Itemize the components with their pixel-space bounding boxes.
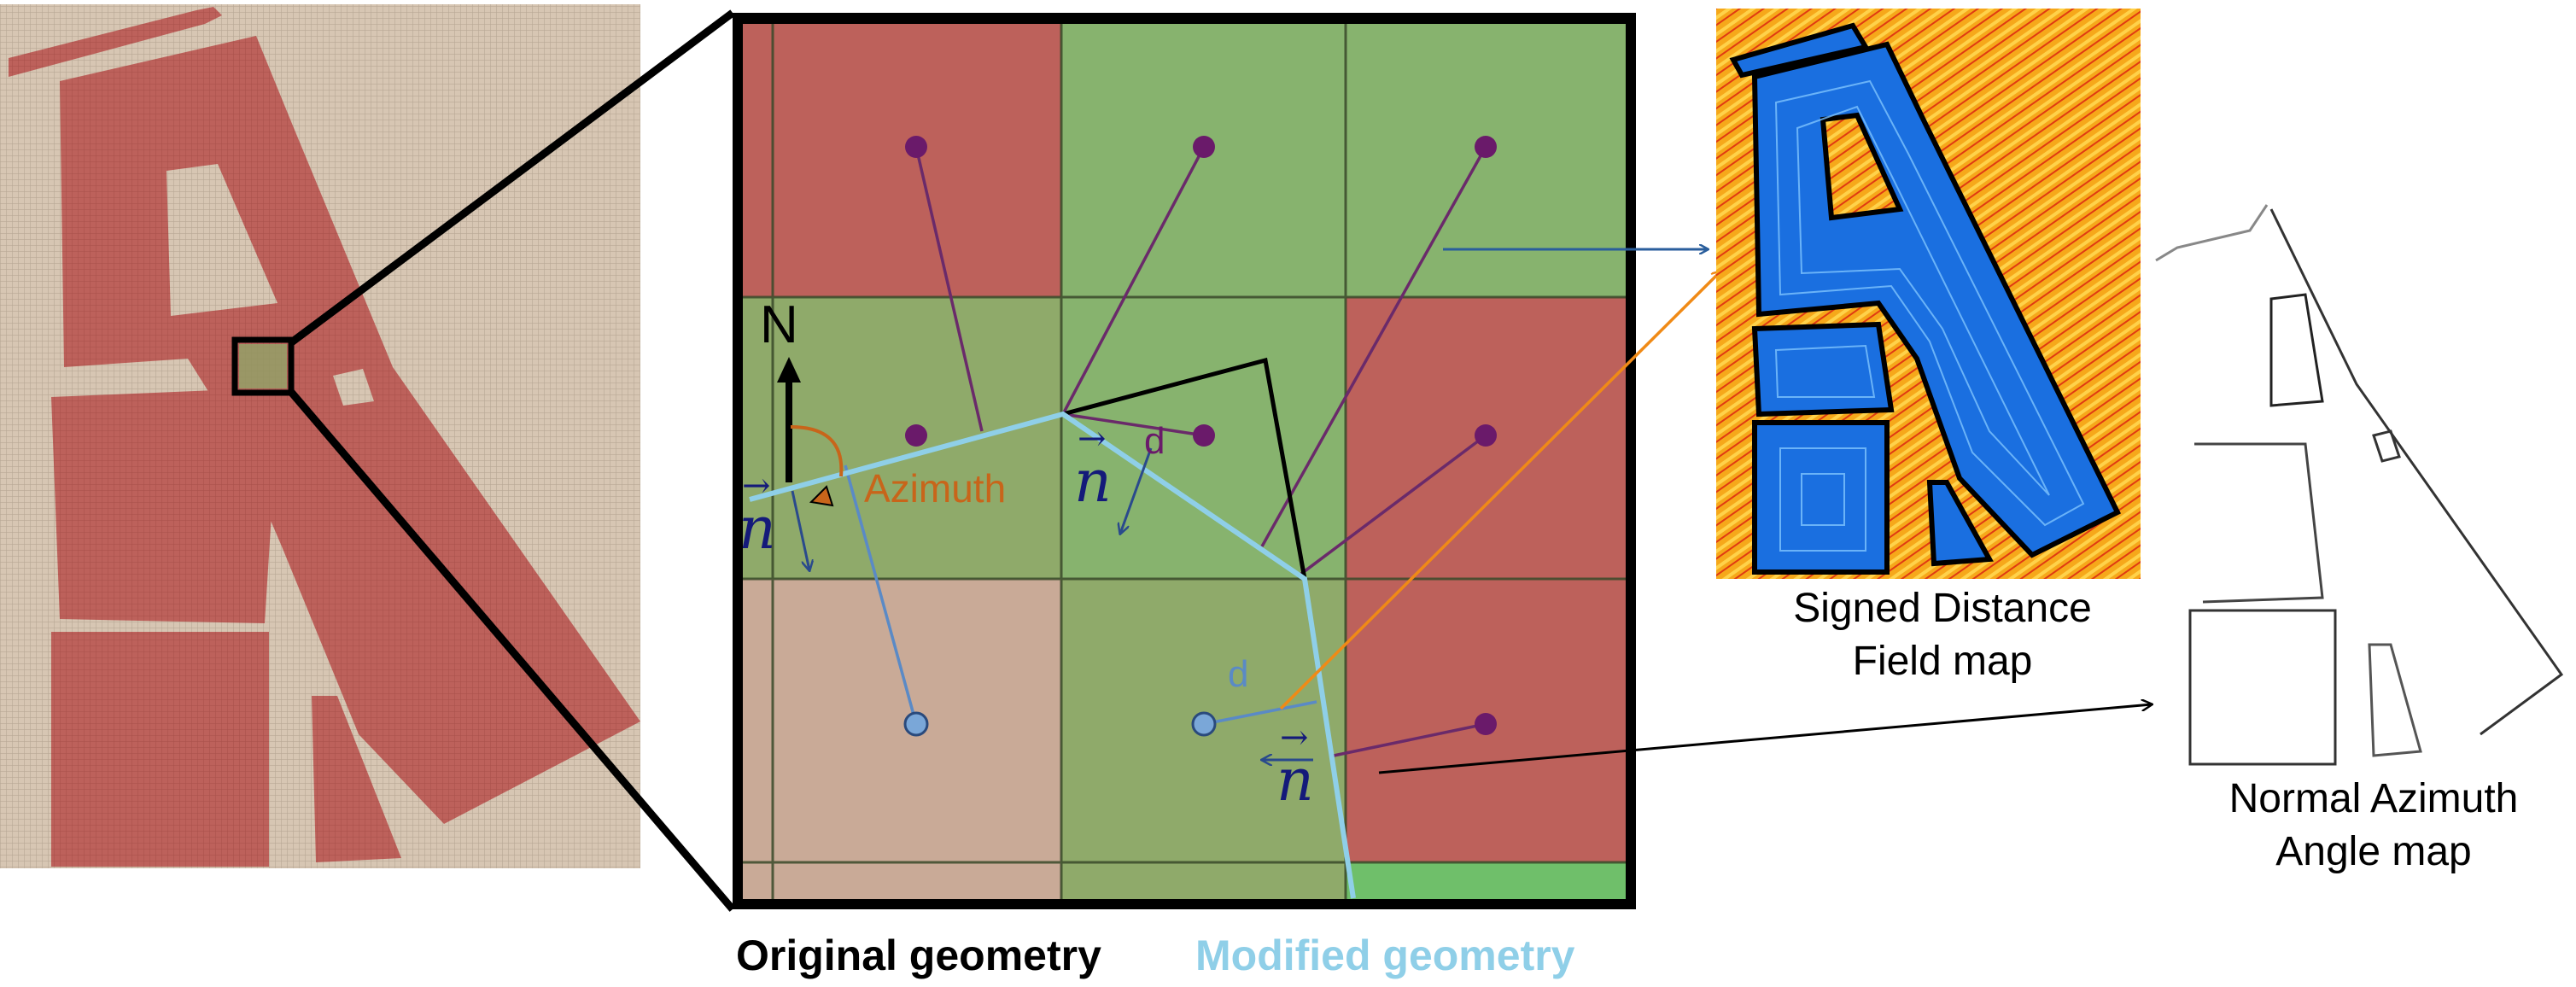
sdf-building-shapes xyxy=(1729,22,2122,575)
sdf-shape-main xyxy=(1751,41,2122,558)
building-bottom-small xyxy=(312,696,401,862)
zoom-box-fill xyxy=(239,344,287,388)
building-mid-left xyxy=(51,388,273,623)
building-bar-top xyxy=(9,7,222,77)
azimuth-caption-line2: Angle map xyxy=(2275,829,2472,874)
sdf-contours xyxy=(1774,79,2085,552)
az-edge-small xyxy=(2368,643,2422,757)
normal-symbol: n→ xyxy=(1276,718,1314,815)
arrow-to-azimuth-map xyxy=(1378,704,2152,774)
north-arrow-head xyxy=(777,357,801,383)
cell-r3-c1 xyxy=(743,579,1061,899)
sdf-caption-line1: Signed Distance xyxy=(1793,586,2092,631)
sdf-shape-bar xyxy=(1729,22,1870,79)
zoomed-cell-grid xyxy=(733,13,2152,909)
cell-r4-c3 xyxy=(1346,862,1626,899)
sdf-caption: Signed Distance Field map xyxy=(1716,582,2169,688)
cell-r3-c2 xyxy=(1061,579,1346,899)
normal-label-2: n→ xyxy=(1074,419,1112,516)
courtyard-small xyxy=(333,369,374,406)
distance-label-blue: d xyxy=(1228,653,1249,695)
vector-arrow-icon: → xyxy=(1280,718,1309,757)
zoom-connectors xyxy=(287,9,736,912)
normal-symbol: n→ xyxy=(1074,419,1112,516)
az-edge-top xyxy=(2155,204,2269,262)
cell-r2-c1 xyxy=(743,297,1061,579)
sdf-map xyxy=(1716,9,2141,579)
sdf-shape-mid xyxy=(1751,321,1895,418)
sdf-shape-bottom xyxy=(1752,420,1890,575)
building-grid-map xyxy=(0,4,640,868)
legend-original: Original geometry xyxy=(736,932,1101,979)
zoom-line-top xyxy=(288,9,735,347)
az-edge-court-small xyxy=(2372,429,2401,463)
azimuth-arrowhead xyxy=(809,485,834,507)
zoom-box xyxy=(231,336,295,396)
legend-modified: Modified geometry xyxy=(1195,932,1575,979)
azimuth-arc xyxy=(790,425,844,477)
vector-arrow-icon: → xyxy=(742,466,771,505)
north-label: N xyxy=(760,295,798,354)
az-edge-bottom xyxy=(2188,609,2337,766)
cell-centroids-blue xyxy=(903,711,1217,737)
modified-geometry-line xyxy=(749,411,1356,899)
normal-vectors xyxy=(791,447,1313,760)
cell-r1-c3 xyxy=(1346,24,1626,297)
vector-arrow-icon: → xyxy=(1078,419,1107,458)
azimuth-label: Azimuth xyxy=(864,466,1007,511)
cell-centroids-purple xyxy=(905,136,1497,735)
normal-symbol: n→ xyxy=(739,466,776,563)
distance-lines-blue xyxy=(844,464,1317,726)
building-bottom-left xyxy=(51,632,269,867)
zoom-line-bottom xyxy=(287,388,736,912)
azimuth-caption-line1: Normal Azimuth xyxy=(2228,776,2519,821)
az-edge-right xyxy=(2269,208,2564,736)
cell-r1-c1 xyxy=(743,24,1061,297)
arrow-to-sdf-orange xyxy=(1279,272,1720,710)
distance-lines-purple xyxy=(914,146,1487,757)
cell-r1-c2 xyxy=(1061,24,1346,297)
normal-label-3: n→ xyxy=(1276,718,1314,815)
azimuth-caption: Normal Azimuth Angle map xyxy=(2173,773,2574,879)
distance-label-purple: d xyxy=(1144,420,1165,462)
az-edge-mid xyxy=(2194,442,2324,604)
az-edge-court xyxy=(2269,293,2324,407)
azimuth-angle-map xyxy=(2155,204,2564,766)
sdf-caption-line2: Field map xyxy=(1852,639,2033,684)
normal-label-1: n→ xyxy=(739,466,776,563)
original-geometry-line xyxy=(1062,357,1307,580)
sdf-shape-small xyxy=(1926,480,1994,567)
